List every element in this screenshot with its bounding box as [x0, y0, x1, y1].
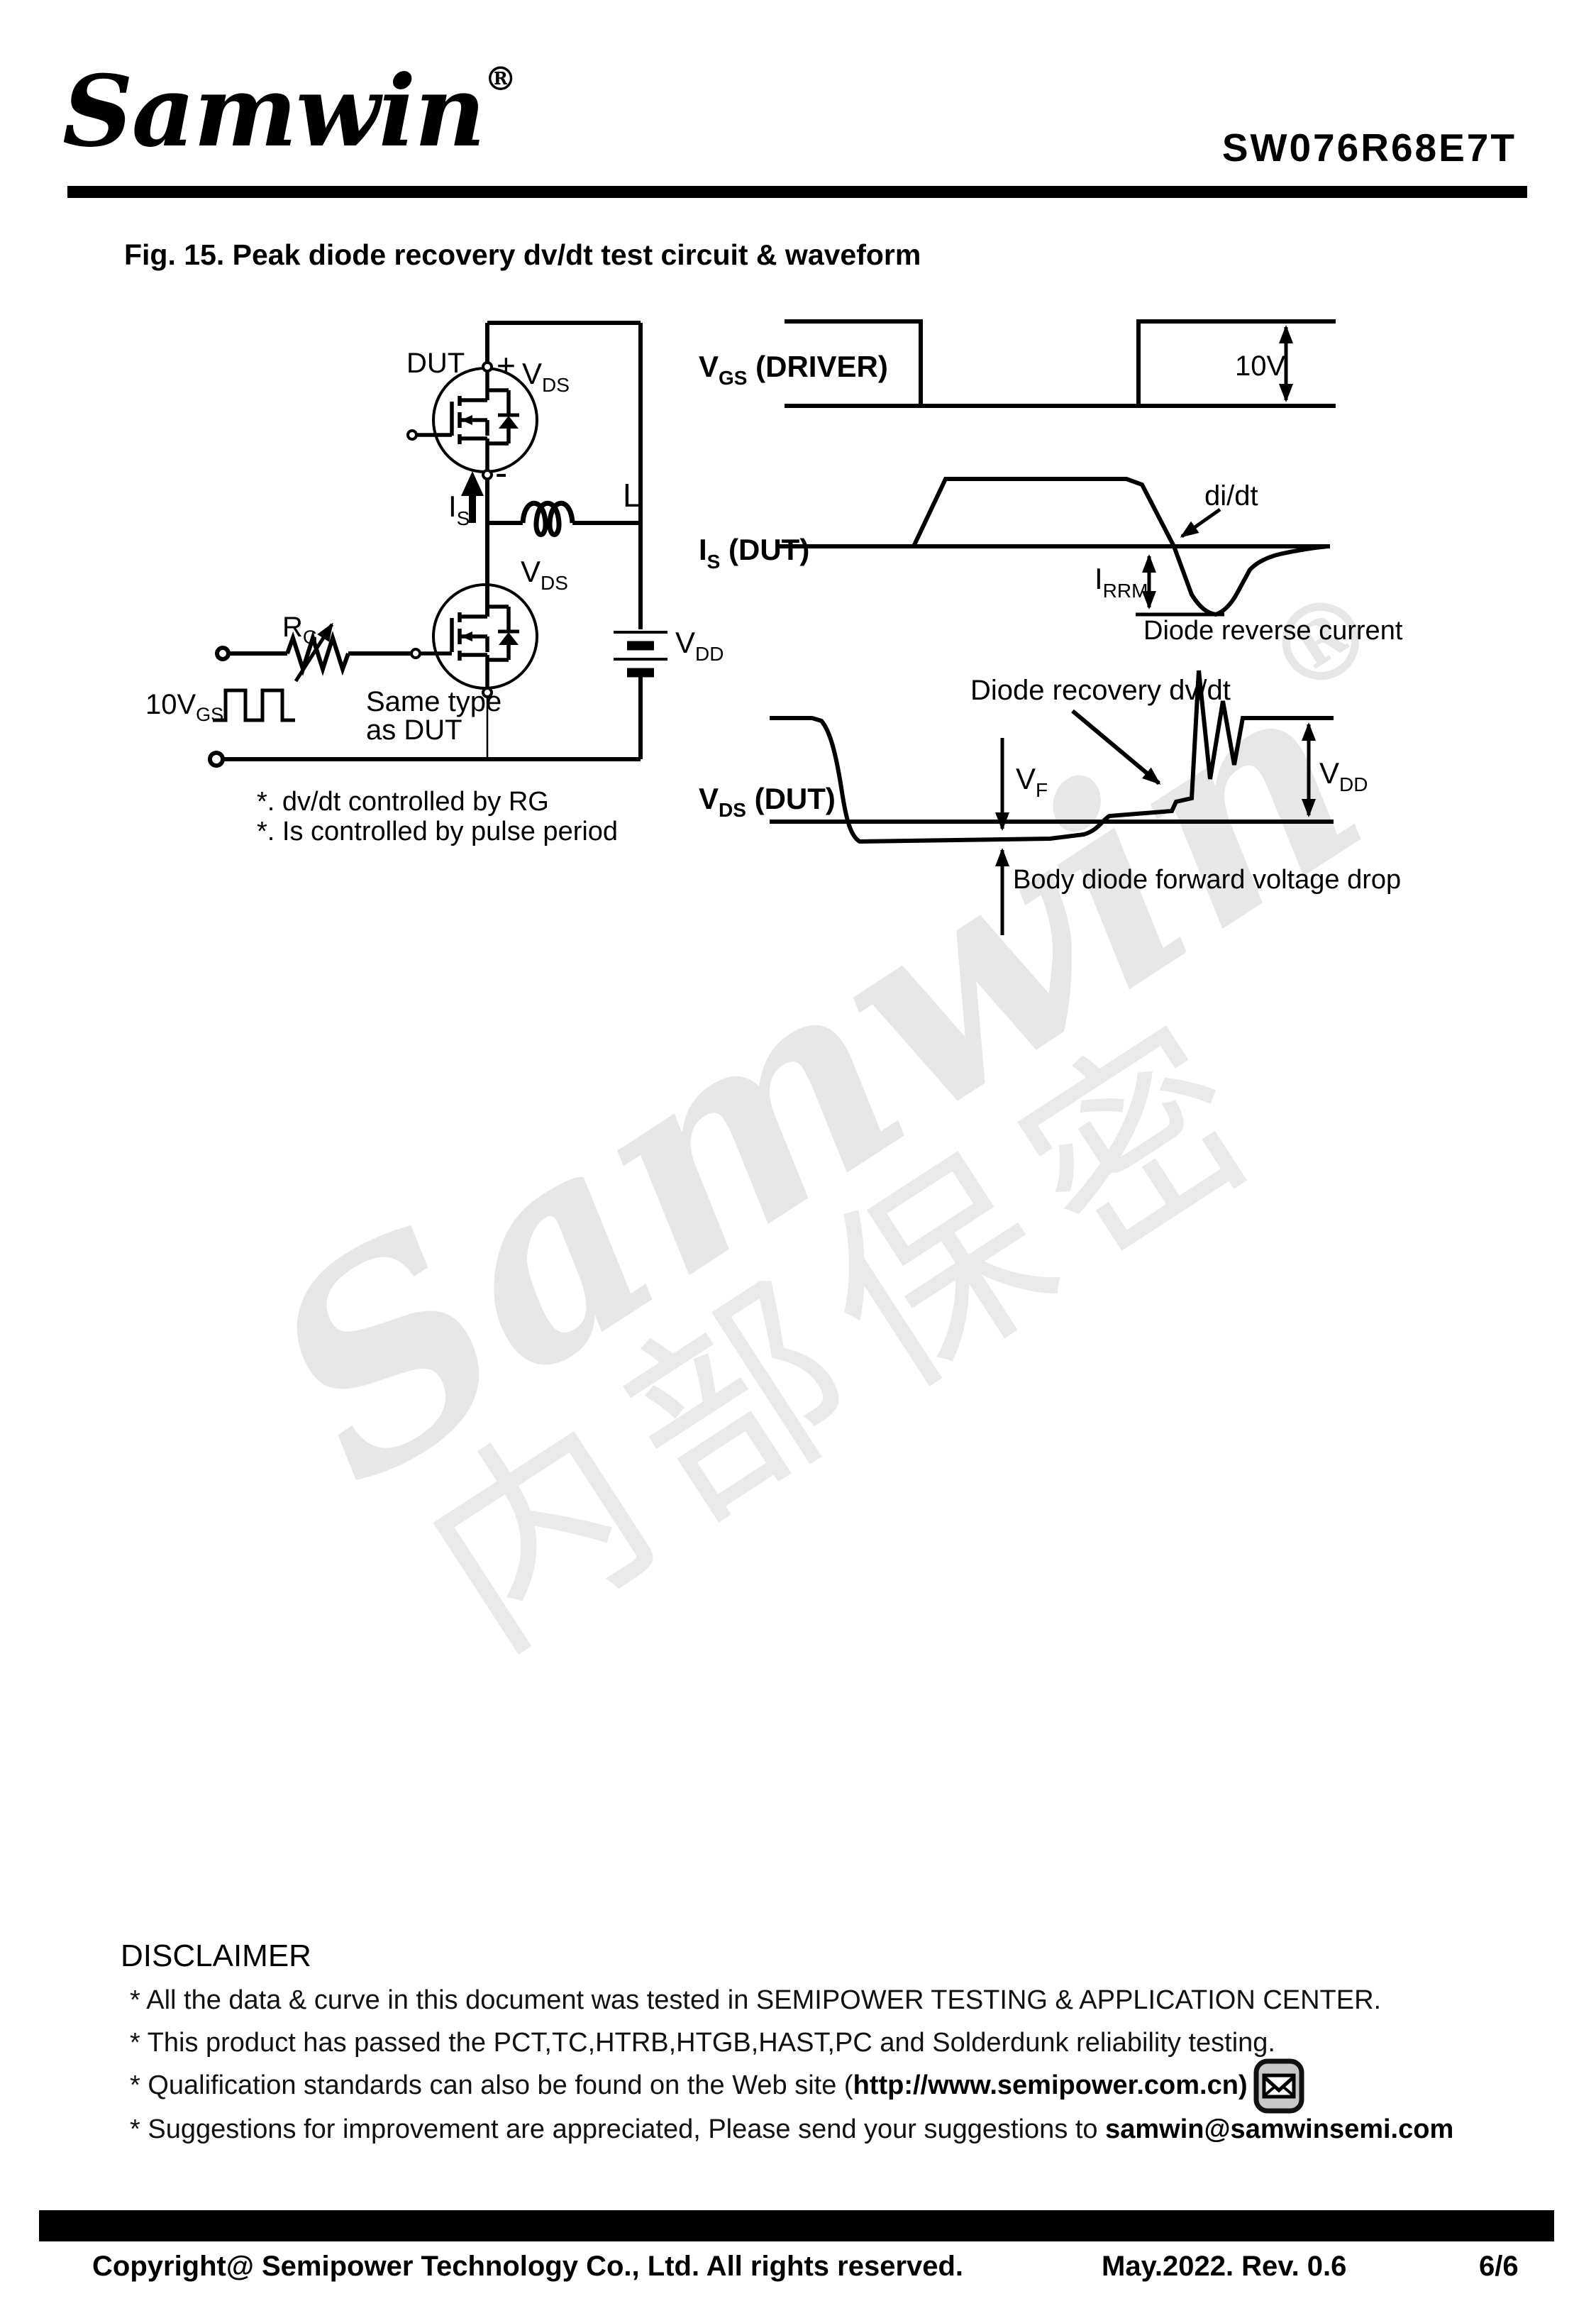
- footer-page-number: 6/6: [1479, 2251, 1519, 2282]
- is-label: IS: [448, 490, 470, 529]
- dut-mosfet: [406, 323, 538, 480]
- circuit-diagram: [208, 321, 667, 768]
- rg-resistor: [215, 622, 411, 683]
- inductor-symbol: [487, 500, 641, 537]
- vdd-label-battery: VDD: [675, 626, 724, 665]
- header-rule: [67, 186, 1527, 198]
- footer-rule: [39, 2210, 1554, 2241]
- figure-diagram: DUT + VDS - IS L VDS VDD RG 10VGS Same t…: [145, 319, 1403, 935]
- disclaimer-line-2: * This product has passed the PCT,TC,HTR…: [130, 2028, 1275, 2058]
- disclaimer-heading: DISCLAIMER: [121, 1938, 311, 1973]
- part-number: SW076R68E7T: [1221, 126, 1517, 170]
- same-type-label-1: Same type: [366, 686, 501, 717]
- is-row-label: IS (DUT): [699, 533, 809, 573]
- driver-mosfet: [410, 583, 538, 759]
- figure-title: Fig. 15. Peak diode recovery dv/dt test …: [124, 238, 921, 271]
- vf-label: VF: [1016, 762, 1048, 801]
- dut-label: DUT: [406, 348, 465, 379]
- website-link[interactable]: http://www.semipower.com.cn: [853, 2070, 1238, 2100]
- same-type-label-2: as DUT: [366, 715, 462, 746]
- disclaimer-line-1: * All the data & curve in this document …: [130, 1985, 1382, 2015]
- plus-label: +: [497, 347, 516, 384]
- ground-terminal: [208, 751, 225, 768]
- email-icon[interactable]: [1253, 2058, 1304, 2114]
- vgs-row-label: VGS (DRIVER): [699, 350, 888, 389]
- waveform-plots: [770, 319, 1336, 935]
- vds-waveform: [770, 670, 1334, 844]
- battery-symbol: [614, 631, 667, 678]
- didt-label: di/dt: [1204, 480, 1258, 512]
- recovery-arrow-icon: [1071, 709, 1161, 785]
- irrm-label: IRRM: [1095, 562, 1148, 602]
- vgs-waveform: [785, 319, 1336, 408]
- circuit-rails: [223, 321, 643, 761]
- rg-label: RG: [282, 612, 318, 648]
- minus-label: -: [495, 453, 507, 494]
- registered-trademark-icon: ®: [484, 60, 517, 98]
- vgs-source-label: 10VGS: [145, 689, 223, 725]
- vds-label-driver: VDS: [521, 555, 568, 594]
- vdd-label: VDD: [1319, 756, 1368, 795]
- inductor-label: L: [623, 477, 641, 514]
- is-current-arrow-icon: [461, 471, 484, 523]
- vds-label-top: VDS: [522, 357, 570, 396]
- is-waveform: [911, 477, 1329, 617]
- vds-row-label: VDS (DUT): [699, 782, 836, 821]
- footer-copyright: Copyright@ Semipower Technology Co., Ltd…: [92, 2251, 964, 2282]
- watermark-confidential-cn: 内部保密: [386, 970, 1317, 1694]
- recovery-label: Diode recovery dv/dt: [970, 675, 1231, 706]
- brand-logo: Samwin®: [62, 53, 517, 169]
- email-link[interactable]: samwin@samwinsemi.com: [1105, 2114, 1454, 2144]
- body-diode-label: Body diode forward voltage drop: [1013, 865, 1401, 895]
- reverse-current-label: Diode reverse current: [1143, 616, 1403, 646]
- note-dvdt: *. dv/dt controlled by RG: [257, 787, 549, 817]
- vgs-pulse-source-icon: [213, 688, 295, 722]
- note-is: *. Is controlled by pulse period: [257, 817, 618, 846]
- vgs-amplitude-label: 10V: [1235, 351, 1285, 382]
- didt-arrow-icon: [1180, 507, 1221, 539]
- disclaimer-line-3: * Qualification standards can also be fo…: [130, 2070, 1248, 2100]
- body-diode-icon: [499, 416, 519, 429]
- footer-revision: May.2022. Rev. 0.6: [1102, 2251, 1347, 2282]
- disclaimer-line-4: * Suggestions for improvement are apprec…: [130, 2114, 1454, 2144]
